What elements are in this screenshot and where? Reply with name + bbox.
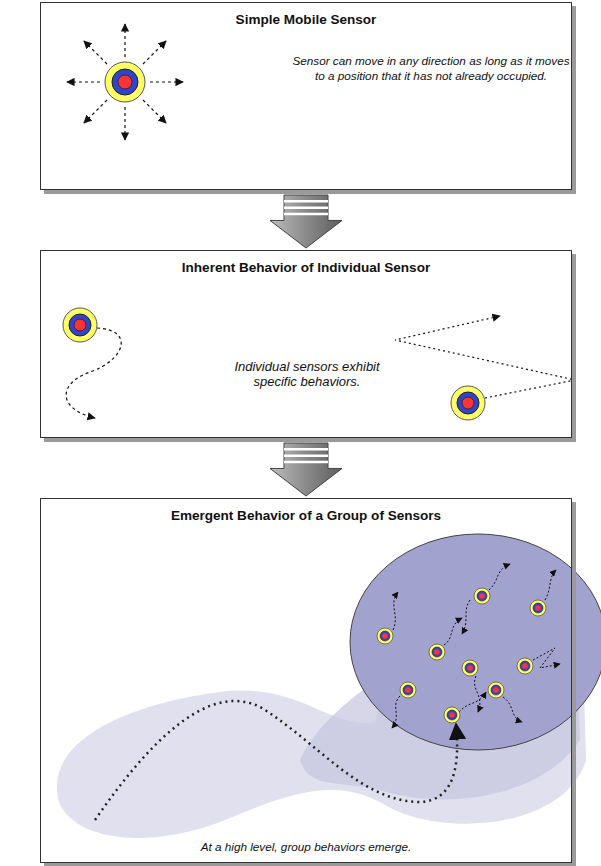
- panel-title: Emergent Behavior of a Group of Sensors: [41, 508, 571, 523]
- flow-arrow: [270, 195, 342, 248]
- sensor-icon: [451, 386, 485, 420]
- bar-gap: [284, 200, 328, 203]
- flow-arrow-group: [270, 195, 342, 248]
- bar-gap: [284, 213, 328, 216]
- sensor-icon: [377, 628, 393, 644]
- bar-gap: [284, 206, 328, 209]
- sensor-icon: [105, 62, 145, 102]
- panel-title: Simple Mobile Sensor: [41, 12, 571, 27]
- flow-arrow-group: [270, 443, 342, 496]
- panel-box: Emergent Behavior of a Group of SensorsA…: [40, 498, 572, 863]
- bar-gap: [284, 454, 328, 457]
- group-region: [350, 534, 601, 750]
- panel-description: Sensor can move in any direction as long…: [291, 53, 571, 83]
- flow-arrow: [270, 443, 342, 496]
- sensor-icon: [429, 644, 445, 660]
- bar-gap: [284, 461, 328, 464]
- sensor-icon: [517, 658, 533, 674]
- sensor-icon: [444, 707, 460, 723]
- panel-title: Inherent Behavior of Individual Sensor: [41, 260, 571, 275]
- sensor-icon: [488, 682, 504, 698]
- panel-box: Simple Mobile SensorSensor can move in a…: [40, 2, 572, 190]
- zigzag-path: [395, 316, 575, 398]
- sensor-wiggles: [392, 564, 560, 728]
- panel-box: Inherent Behavior of Individual SensorIn…: [40, 250, 572, 438]
- sensor-icon: [63, 308, 97, 342]
- sensor-icon: [474, 588, 490, 604]
- panel-description: Individual sensors exhibit specific beha…: [217, 359, 397, 389]
- sensor-icon: [462, 660, 478, 676]
- group-path: [95, 701, 457, 820]
- bar-gap: [284, 448, 328, 451]
- sensor-icon: [400, 682, 416, 698]
- move-arrows: [67, 24, 183, 140]
- panel-description: At a high level, group behaviors emerge.: [41, 839, 571, 854]
- sensor-icon: [530, 600, 546, 616]
